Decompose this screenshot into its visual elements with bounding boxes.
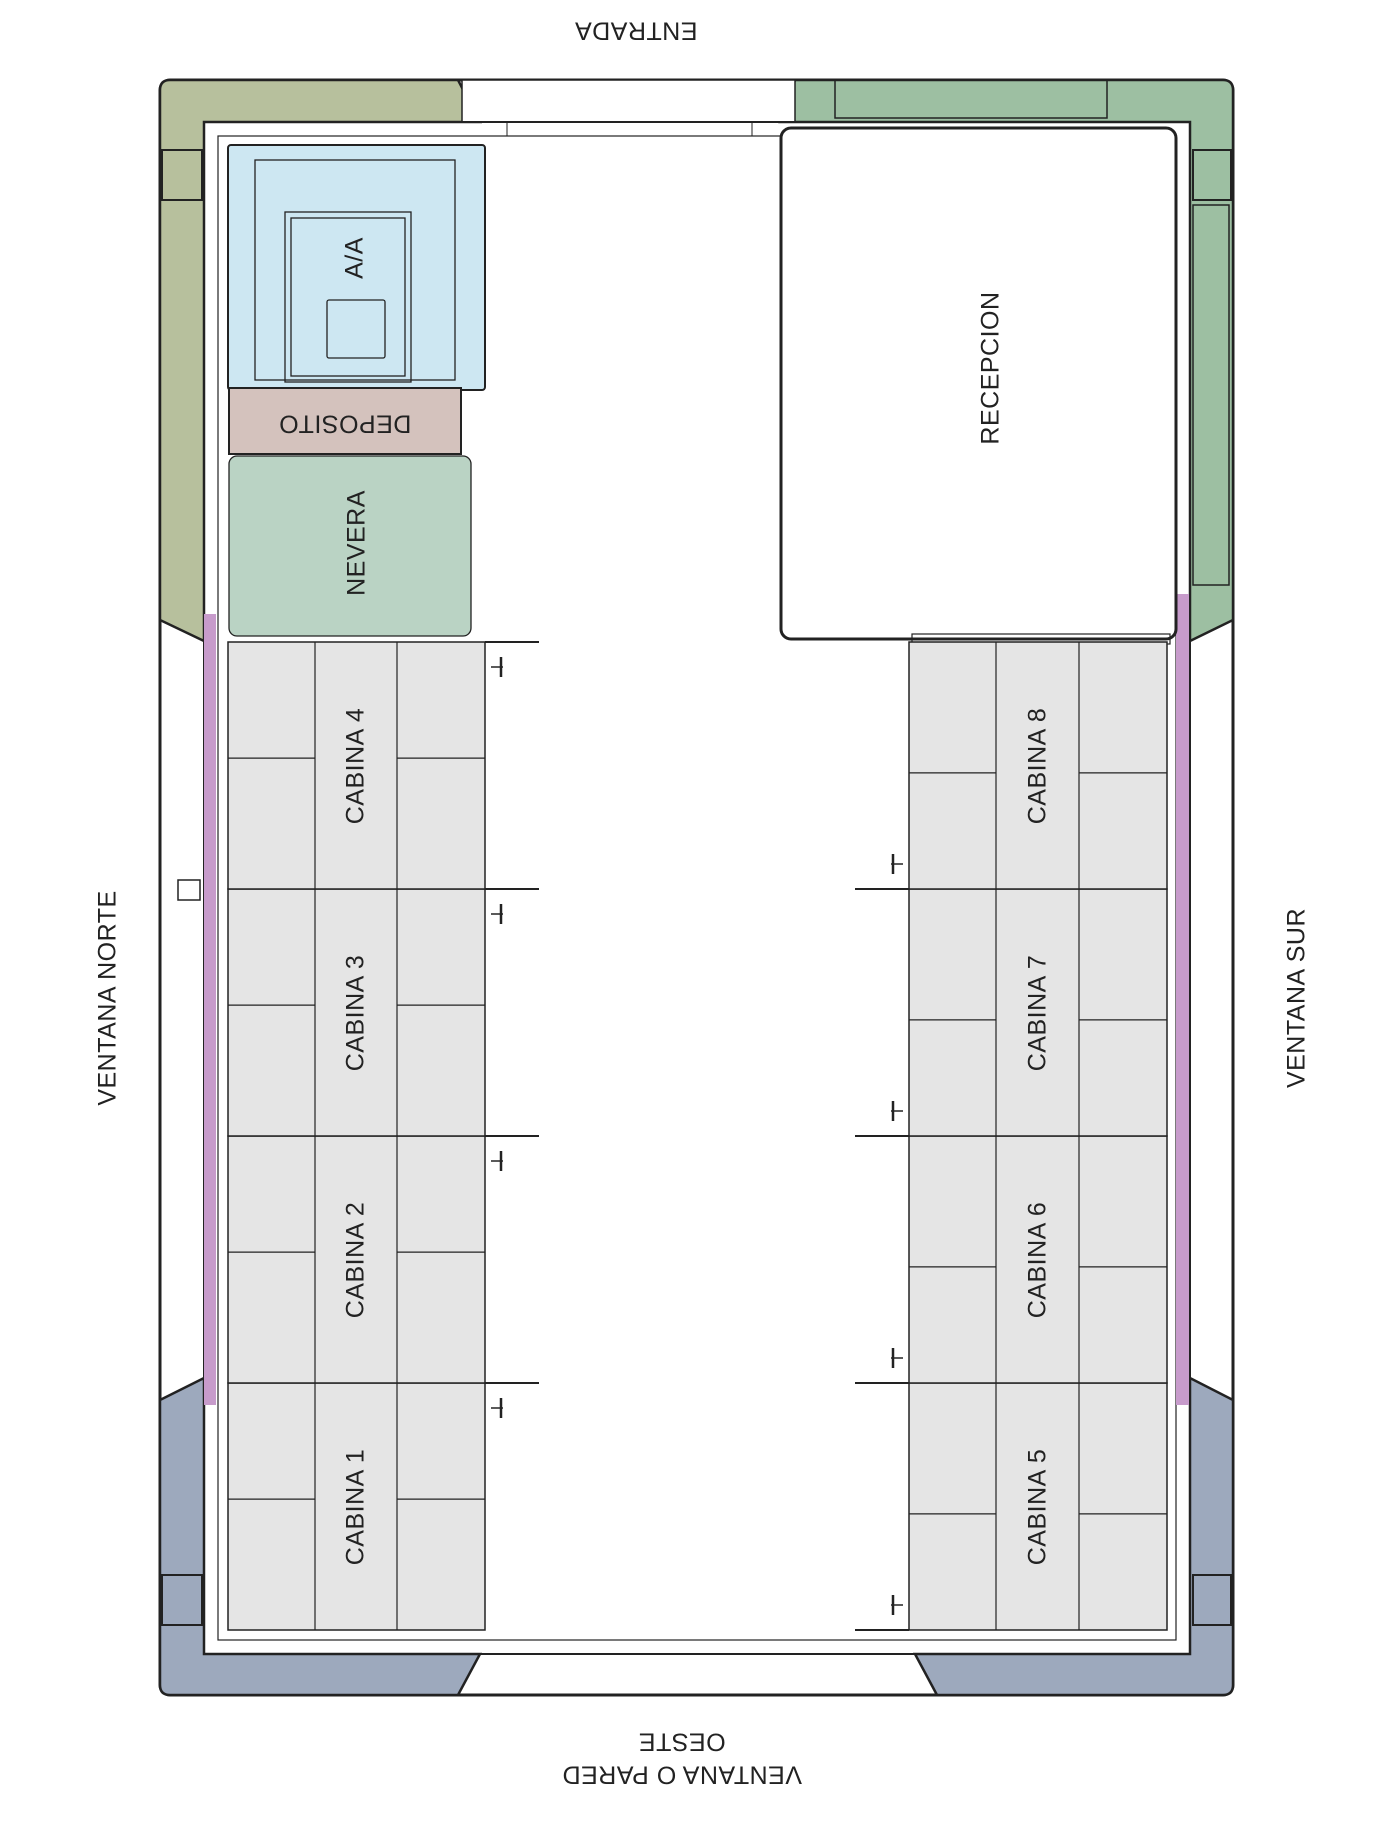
column <box>1192 149 1232 201</box>
storage-room <box>228 387 462 455</box>
column <box>1192 1574 1232 1626</box>
cabin-label: CABINA 7 <box>1023 954 1051 1071</box>
cabin-label: CABINA 8 <box>1023 707 1051 824</box>
cabin-label: CABINA 1 <box>341 1448 370 1565</box>
column <box>161 149 203 201</box>
cabin-7[interactable] <box>908 888 1168 1137</box>
south-window-label: VENTANA SUR <box>1282 907 1311 1089</box>
window-frame <box>1192 204 1230 586</box>
cabin-1[interactable] <box>227 1382 486 1631</box>
entrance-door <box>461 79 796 123</box>
cabin-5[interactable] <box>908 1382 1168 1631</box>
fridge-label: NEVERA <box>342 490 371 596</box>
cabin-3[interactable] <box>227 888 486 1137</box>
cabin-label: CABINA 6 <box>1023 1201 1051 1318</box>
entrance-label: ENTRADA <box>574 16 698 45</box>
north-window-label: VENTANA NORTE <box>93 890 122 1106</box>
purple-strip-north <box>204 614 216 1405</box>
wall-box <box>177 879 201 901</box>
cabin-2[interactable] <box>227 1135 486 1384</box>
cabin-4[interactable] <box>227 641 486 890</box>
west-label-line2: OESTE <box>638 1727 726 1756</box>
window-frame <box>834 79 1108 119</box>
cabin-6[interactable] <box>908 1135 1168 1384</box>
reception-label: RECEPCION <box>976 291 1005 445</box>
column <box>161 1574 203 1626</box>
purple-strip-south <box>1176 594 1189 1405</box>
cabin-label: CABINA 2 <box>341 1201 370 1318</box>
cabin-label: CABINA 3 <box>341 954 370 1071</box>
ac-unit <box>326 299 386 359</box>
west-label-line1: VENTANA O PARED <box>562 1760 802 1789</box>
cabin-8[interactable] <box>908 641 1168 890</box>
storage-label: DEPOSITO <box>278 409 412 438</box>
ac-label: A/A <box>340 237 369 279</box>
cabin-label: CABINA 4 <box>341 707 370 824</box>
fridge-area <box>228 455 472 637</box>
cabin-label: CABINA 5 <box>1023 1448 1051 1565</box>
reception-desk <box>779 126 1178 641</box>
